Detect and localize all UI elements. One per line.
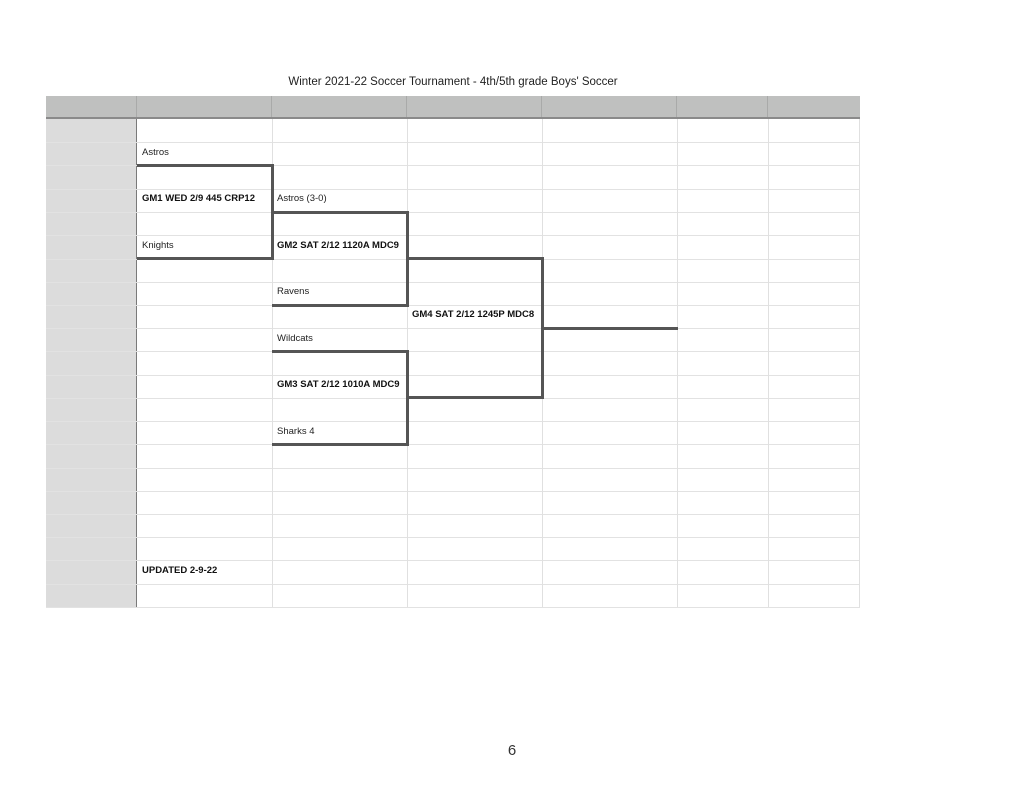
bracket-line-gm4-bottom xyxy=(407,396,544,399)
page-number: 6 xyxy=(507,742,517,759)
team-sharks[interactable]: Sharks 4 xyxy=(277,426,315,437)
bracket-line-gm3-right xyxy=(406,350,409,446)
bracket-line-gm1-top xyxy=(137,164,274,167)
team-astros-advanced[interactable]: Astros (3-0) xyxy=(277,193,327,204)
column-header-cell[interactable] xyxy=(768,96,860,117)
game-4-label[interactable]: GM4 SAT 2/12 1245P MDC8 xyxy=(412,309,535,320)
column-header-row xyxy=(46,96,860,119)
bracket-line-gm3-top xyxy=(272,350,409,353)
bracket-line-gm4-top xyxy=(407,257,544,260)
updated-note[interactable]: UPDATED 2-9-22 xyxy=(142,565,218,576)
team-knights[interactable]: Knights xyxy=(142,240,174,251)
game-3-label[interactable]: GM3 SAT 2/12 1010A MDC9 xyxy=(277,379,400,390)
game-1-label[interactable]: GM1 WED 2/9 445 CRP12 xyxy=(142,193,255,204)
document-title: Winter 2021-22 Soccer Tournament - 4th/5… xyxy=(288,76,618,88)
column-header-cell[interactable] xyxy=(407,96,542,117)
team-wildcats[interactable]: Wildcats xyxy=(277,333,313,344)
spreadsheet-grid: Astros GM1 WED 2/9 445 CRP12 Knights Ast… xyxy=(46,96,860,608)
bracket-line-gm1-bottom xyxy=(137,257,274,260)
column-header-cell[interactable] xyxy=(677,96,768,117)
column-header-cell[interactable] xyxy=(542,96,677,117)
game-2-label[interactable]: GM2 SAT 2/12 1120A MDC9 xyxy=(277,240,399,251)
bracket-line-gm2-top xyxy=(272,211,409,214)
column-header-cell[interactable] xyxy=(272,96,407,117)
team-ravens[interactable]: Ravens xyxy=(277,286,310,297)
bracket-line-gm2-bottom xyxy=(272,304,409,307)
row-header-column xyxy=(46,119,137,607)
column-header-cell[interactable] xyxy=(46,96,137,117)
bracket-line-winner xyxy=(542,327,678,330)
bracket-line-gm3-bottom xyxy=(272,443,409,446)
column-header-cell[interactable] xyxy=(137,96,272,117)
team-astros[interactable]: Astros xyxy=(142,147,169,158)
